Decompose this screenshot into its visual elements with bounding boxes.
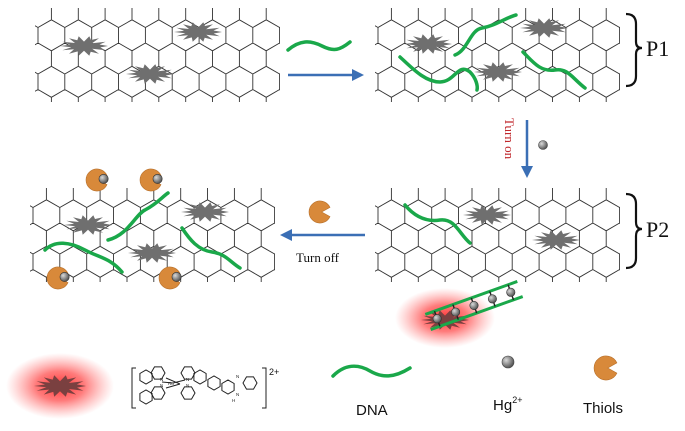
legend-thiols-label: Thiols	[583, 400, 623, 417]
dna-strand	[398, 55, 479, 92]
p2-label: P2	[646, 217, 669, 242]
thiol-hg-complex	[46, 266, 70, 290]
hg-ion	[171, 271, 182, 282]
dna-strands	[43, 13, 587, 274]
graphene-sheet-p2	[375, 188, 620, 282]
dna-strand	[106, 191, 170, 242]
dye-molecule	[128, 243, 176, 263]
dna-strand	[453, 13, 518, 57]
hexagon-grid	[375, 8, 620, 102]
bracket-p1	[625, 12, 643, 88]
turn-off-label: Turn off	[296, 250, 340, 265]
hg-ion	[152, 173, 163, 184]
arrow-turn-on	[521, 120, 533, 178]
svg-text:H: H	[232, 398, 235, 403]
dye-molecule	[126, 64, 174, 84]
svg-text:N: N	[186, 377, 189, 382]
turn-on-label: Turn on	[502, 118, 517, 160]
dye-molecule	[60, 36, 108, 56]
hexagon-grid	[375, 188, 620, 282]
thiol-hg-complex	[85, 168, 109, 192]
legend-dna-label: DNA	[356, 402, 388, 419]
dna-strand	[180, 226, 242, 270]
dna-strand	[43, 241, 124, 274]
legend-dna-icon	[331, 364, 412, 378]
bracket-p2	[625, 192, 643, 270]
dye-molecule	[181, 202, 229, 222]
svg-text:N: N	[186, 383, 189, 388]
dye-molecule	[474, 62, 522, 82]
hg-ion	[506, 287, 516, 297]
svg-text:N: N	[160, 377, 163, 382]
hg-ion	[432, 314, 442, 324]
svg-text:Ru: Ru	[168, 381, 174, 386]
svg-text:N: N	[236, 392, 239, 397]
dye-molecule-released	[421, 310, 469, 330]
legend-hg-icon	[501, 355, 515, 369]
svg-text:N: N	[236, 374, 239, 379]
hg-ion	[538, 140, 548, 150]
legend-dye-star	[34, 375, 86, 397]
hg-ion	[451, 307, 461, 317]
graphene-sheet-p1	[375, 8, 620, 102]
dye-released	[421, 310, 469, 330]
svg-text:N: N	[160, 383, 163, 388]
dye-molecule	[520, 18, 568, 38]
hg-ion	[59, 271, 70, 282]
hg-ion	[469, 300, 479, 310]
p1-label: P1	[646, 36, 669, 61]
dye-molecule	[64, 215, 112, 235]
dna-strand	[403, 203, 472, 245]
hg-ion	[487, 294, 497, 304]
legend-thiol-icon	[593, 355, 618, 381]
legend-hg-label: Hg2+	[493, 395, 522, 414]
thiol-hg-complexes	[46, 168, 182, 290]
dye-molecule	[174, 22, 222, 42]
thiol-hg-complex	[158, 266, 182, 290]
arrow-turn-off	[280, 229, 365, 241]
thiol	[593, 355, 618, 381]
dye-molecules	[60, 18, 580, 263]
dye-molecule	[463, 205, 511, 225]
dna-strand	[521, 50, 587, 90]
thiol-reagent	[308, 200, 331, 224]
legend-dye-icon	[34, 375, 86, 397]
t-hg-t-duplex	[424, 280, 524, 331]
free-dna-strand	[286, 40, 352, 52]
dye-molecule	[404, 34, 452, 54]
thiol	[308, 200, 331, 224]
hg-ion	[98, 173, 109, 184]
arrow-to-p1	[288, 69, 364, 81]
thiol-hg-complex	[139, 168, 163, 192]
legend-complex-charge: 2+	[269, 367, 279, 377]
dye-molecule	[532, 230, 580, 250]
